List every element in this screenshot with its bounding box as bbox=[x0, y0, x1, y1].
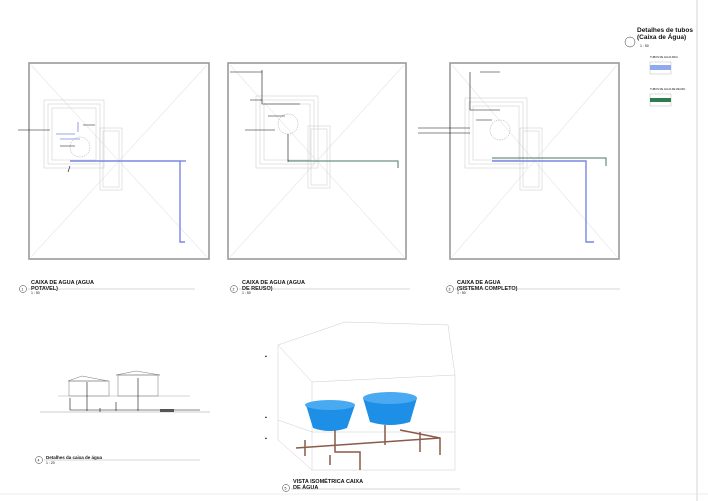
svg-text:CAIXA DE AGUA (AGUA: CAIXA DE AGUA (AGUA bbox=[31, 280, 94, 286]
level-marker: ◆ bbox=[265, 355, 268, 358]
svg-text:3: 3 bbox=[449, 288, 451, 292]
svg-text:1 : 50: 1 : 50 bbox=[242, 291, 251, 295]
plan-view-complete bbox=[418, 62, 620, 260]
svg-text:CAIXA DE AGUA: CAIXA DE AGUA bbox=[457, 280, 501, 286]
plan-view-reuse bbox=[227, 62, 407, 260]
view-title-4: 4 Detalhes da caixa de água 1 : 20 bbox=[35, 455, 200, 465]
section-view-tanks bbox=[40, 370, 210, 413]
svg-text:2: 2 bbox=[233, 288, 235, 292]
legend-marker bbox=[624, 36, 636, 48]
view-title-1: 1 CAIXA DE AGUA (AGUA POTAVEL) 1 : 50 bbox=[19, 280, 195, 295]
svg-text:1 : 50: 1 : 50 bbox=[457, 291, 466, 295]
legend-item-label: TUBOS DE AGUA FRIA bbox=[650, 55, 678, 59]
plan-view-potable bbox=[18, 62, 210, 260]
pipe-legend: Detalhes de tubos (Caixa de Água) 1 : 50… bbox=[624, 27, 693, 107]
view-title-3: 3 CAIXA DE AGUA (SISTEMA COMPLETO) 1 : 5… bbox=[446, 280, 620, 295]
water-tank-left bbox=[305, 400, 355, 431]
legend-swatch-reuse-water bbox=[650, 98, 671, 102]
svg-text:4: 4 bbox=[38, 459, 40, 463]
legend-title: Detalhes de tubos (Caixa de Água) bbox=[637, 27, 693, 41]
legend-swatch-cold-water bbox=[650, 65, 671, 70]
svg-text:DE ÁGUA: DE ÁGUA bbox=[293, 484, 318, 491]
level-marker: ◆ bbox=[265, 416, 268, 419]
svg-text:CAIXA DE AGUA (AGUA: CAIXA DE AGUA (AGUA bbox=[242, 280, 305, 286]
svg-text:1 : 50: 1 : 50 bbox=[31, 291, 40, 295]
legend-scale: 1 : 50 bbox=[640, 44, 649, 48]
svg-text:VISTA ISOMÉTRICA CAIXA: VISTA ISOMÉTRICA CAIXA bbox=[293, 477, 363, 485]
isometric-view: ◆ ◆ ◆ bbox=[265, 321, 456, 471]
svg-text:1: 1 bbox=[22, 288, 24, 292]
svg-text:Detalhes da caixa de água: Detalhes da caixa de água bbox=[46, 455, 103, 460]
legend-item-label: TUBOS DE AGUA DE REUSO bbox=[650, 87, 685, 91]
view-title-2: 2 CAIXA DE AGUA (AGUA DE REUSO) 1 : 50 bbox=[230, 280, 410, 295]
svg-text:1 : 20: 1 : 20 bbox=[46, 461, 55, 465]
water-tank-right bbox=[363, 392, 417, 425]
view-title-5: 5 VISTA ISOMÉTRICA CAIXA DE ÁGUA bbox=[282, 477, 460, 492]
svg-text:5: 5 bbox=[285, 487, 287, 491]
level-marker: ◆ bbox=[265, 437, 268, 440]
